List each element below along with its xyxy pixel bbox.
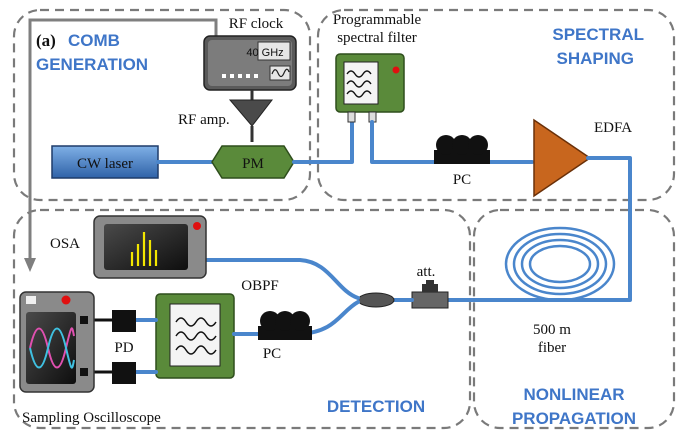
section-comb-generation-line2: GENERATION [36,55,148,74]
fiber-coupler-to-osa [198,258,360,300]
section-spectral-shaping-line1: SPECTRAL [552,25,644,44]
status-led [61,295,71,305]
trigger-line [28,18,218,264]
region-detection [12,208,472,430]
pc-bottom-label: PC [263,346,281,362]
obpf-label: OBPF [241,278,279,294]
osa-label: OSA [50,236,80,252]
rf-clock: 40 GHz [203,35,297,91]
section-nonlinear-line1: NONLINEAR [523,385,624,404]
fiber-spool [504,226,616,302]
sampling-oscilloscope [19,291,95,393]
phase-modulator [211,145,295,179]
filter-label-line2: spectral filter [337,30,417,46]
waveform-icon [29,327,75,369]
wave-icon [346,70,372,98]
fiber-label: fiber [538,340,566,356]
fiber-edfa-to-spool [558,156,632,302]
edfa-triangle-icon [533,118,592,198]
photodiode-2 [112,362,136,384]
fiber-length-label: 500 m [533,322,571,338]
rf-amp-label: RF amp. [178,112,230,128]
section-spectral-shaping-line2: SHAPING [557,49,634,68]
region-nonlinear-propagation [472,208,676,430]
fiber-pm-to-filter [292,118,354,164]
region-spectral-shaping [316,8,676,202]
polarization-controller-top [434,135,490,164]
photodiode-1 [112,310,136,332]
programmable-spectral-filter [335,53,405,123]
pm-label: PM [242,156,264,172]
fiber-coupler [357,292,395,308]
polarization-controller-bottom [258,311,312,340]
section-comb-generation-line1: COMB [68,31,120,50]
optical-spectrum-analyzer [93,215,207,279]
status-led [193,222,201,230]
region-comb-generation [12,8,312,202]
sine-icon [271,68,290,78]
filter-label-line1: Programmable [333,12,422,28]
att-label: att. [417,264,436,280]
edfa-label: EDFA [594,120,632,136]
waveform-icon [29,327,75,369]
attenuator [411,280,449,309]
panel-label: (a) [36,31,56,50]
optical-bandpass-filter [155,293,235,379]
sampling-oscilloscope-label: Sampling Oscilloscope [22,410,161,426]
cw-laser-label: CW laser [77,156,133,172]
pc-top-label: PC [453,172,471,188]
rf-clock-label: RF clock [229,16,284,32]
trigger-arrowhead [24,258,36,272]
wave-icon [175,317,217,355]
section-nonlinear-line2: PROPAGATION [512,409,636,428]
rf-amp-triangle-icon [228,99,274,127]
rf-clock-display: 40 GHz [246,47,283,59]
pd-label: PD [114,340,133,356]
section-detection: DETECTION [327,397,425,416]
spectrum-icon [130,232,158,266]
